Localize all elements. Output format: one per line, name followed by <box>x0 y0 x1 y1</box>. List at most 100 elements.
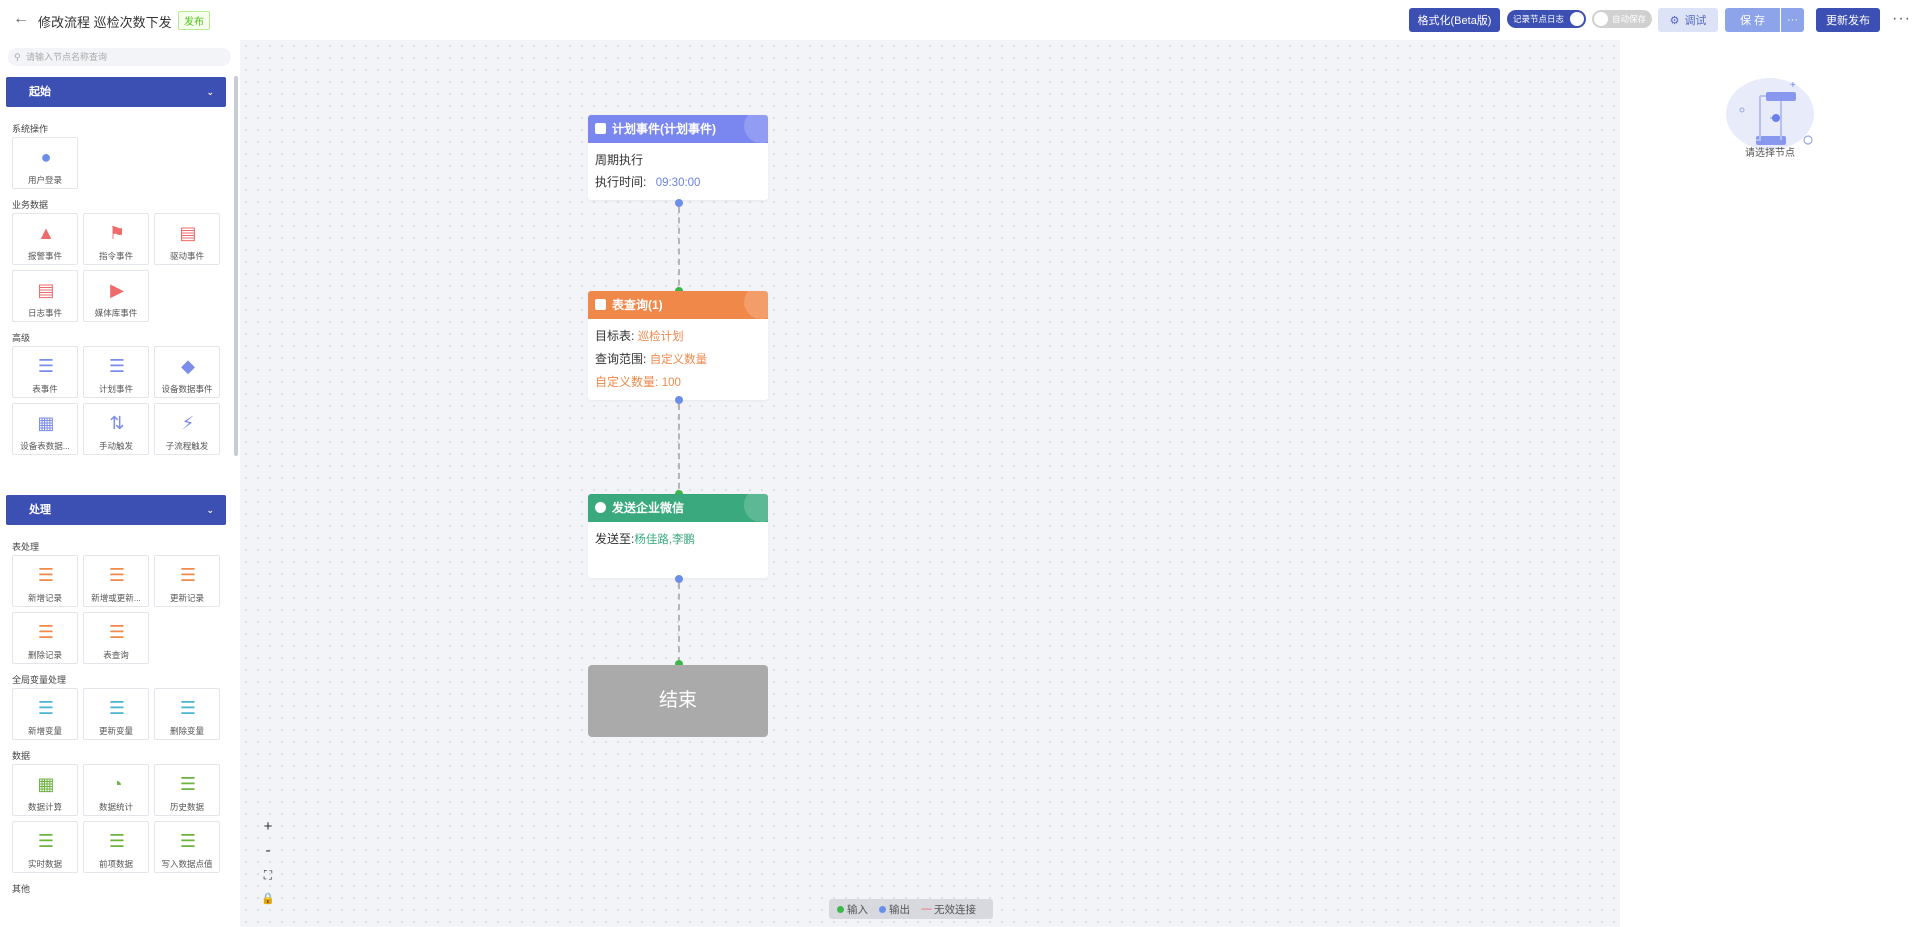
node-body: 周期执行 执行时间: 09:30:00 <box>588 143 768 200</box>
search-input[interactable]: ⚲ 请输入节点名称查询 <box>8 48 231 66</box>
flow-node-wechat[interactable]: 发送企业微信 发送至:杨佳路,李鹏 <box>588 494 768 578</box>
search-icon: ⚲ <box>14 52 21 62</box>
node-header: 计划事件(计划事件) <box>588 115 768 143</box>
palette-item[interactable]: ☰ 更新记录 <box>154 555 220 607</box>
palette-item[interactable]: ☰ 删除记录 <box>12 612 78 664</box>
previous-data-icon: ☰ <box>108 831 126 851</box>
palette-item[interactable]: ☰表查询 <box>83 612 149 664</box>
palette-item-label: 删除记录 <box>27 650 62 660</box>
palette-item[interactable]: ▤日志事件 <box>12 270 78 322</box>
palette-item[interactable]: ⚑ 指令事件 <box>83 213 149 265</box>
palette-item-label: 指令事件 <box>98 251 133 261</box>
palette-item[interactable]: ☰新增或更新... <box>83 555 149 607</box>
palette-item-label: 计划事件 <box>98 384 133 394</box>
palette-item[interactable]: ☰新增记录 <box>12 555 78 607</box>
palette-item[interactable]: ☰历史数据 <box>154 764 220 816</box>
top-header: ← 修改流程 巡检次数下发 发布 格式化(Beta版) 记录节点日志 自动保存 … <box>0 0 1920 40</box>
sidebar-scrollbar[interactable] <box>234 76 238 456</box>
palette-item[interactable]: ☰ 删除变量 <box>154 688 220 740</box>
line-text: 自定义数量: <box>595 375 659 389</box>
palette-item-label: 表事件 <box>32 384 58 394</box>
flow-node-end[interactable]: 结束 <box>588 665 768 737</box>
write-data-icon: ☰ <box>179 831 197 851</box>
output-dot-icon <box>879 905 886 913</box>
palette-item[interactable]: ☰前项数据 <box>83 821 149 873</box>
palette-item[interactable]: ☰新增变量 <box>12 688 78 740</box>
palette-item-label: 报警事件 <box>27 251 62 261</box>
output-port[interactable] <box>675 199 683 207</box>
lightning-icon: ⚡ <box>181 413 195 433</box>
line-text: 发送至: <box>595 532 635 546</box>
autosave-toggle-label: 自动保存 <box>1612 14 1647 24</box>
save-more-button[interactable]: ··· <box>1781 8 1804 32</box>
palette-item[interactable]: ☰表事件 <box>12 346 78 398</box>
palette-group-label: 系统操作 <box>12 124 49 134</box>
toggle-knob <box>1594 12 1608 26</box>
property-panel: + 请选择节点 <box>1620 40 1920 927</box>
delete-record-icon: ☰ <box>37 622 55 642</box>
flow-node-schedule-event[interactable]: 计划事件(计划事件) 周期执行 执行时间: 09:30:00 <box>588 115 768 200</box>
upsert-record-icon: ☰ <box>108 565 126 585</box>
delete-variable-icon: ☰ <box>179 698 197 718</box>
section-process-header[interactable]: 处理 ⌄ <box>6 495 226 525</box>
autosave-toggle[interactable]: 自动保存 <box>1592 10 1652 28</box>
palette-item[interactable]: ⇅手动触发 <box>83 403 149 455</box>
zoom-in-button[interactable]: + <box>263 818 273 835</box>
connection-line[interactable] <box>678 404 680 538</box>
flow-canvas[interactable]: 计划事件(计划事件) 周期执行 执行时间: 09:30:00 表查询(1) 目标… <box>240 40 1620 927</box>
palette-item-label: 更新记录 <box>169 593 204 603</box>
section-start-header[interactable]: 起始 ⌄ <box>6 77 226 107</box>
search-placeholder: 请输入节点名称查询 <box>26 52 108 62</box>
log-toggle[interactable]: 记录节点日志 <box>1507 10 1586 28</box>
palette-item[interactable]: ☰实时数据 <box>12 821 78 873</box>
connection-line[interactable] <box>678 583 680 663</box>
debug-button[interactable]: ⚙ 调试 <box>1658 8 1718 32</box>
flag-icon: ⚑ <box>108 223 126 243</box>
update-record-icon: ☰ <box>179 565 197 585</box>
palette-item[interactable]: ▲ 报警事件 <box>12 213 78 265</box>
palette-item[interactable]: ◆设备数据事件 <box>154 346 220 398</box>
output-port[interactable] <box>675 575 683 583</box>
palette-item[interactable]: ☰更新变量 <box>83 688 149 740</box>
line-value: 100 <box>661 377 681 389</box>
flow-node-table-query[interactable]: 表查询(1) 目标表: 巡检计划 查询范围: 自定义数量 自定义数量: 100 <box>588 291 768 400</box>
palette-item-label: 历史数据 <box>169 802 204 812</box>
palette-item[interactable]: ▶媒体库事件 <box>83 270 149 322</box>
palette-item[interactable]: ▦数据计算 <box>12 764 78 816</box>
node-line: 发送至:杨佳路,李鹏 <box>595 528 761 551</box>
palette-item[interactable]: ▦设备表数据... <box>12 403 78 455</box>
line-value: 杨佳路,李鹏 <box>634 534 696 546</box>
format-button[interactable]: 格式化(Beta版) <box>1409 8 1500 32</box>
palette-item[interactable]: ⚡子流程触发 <box>154 403 220 455</box>
bug-icon: ⚙ <box>1669 14 1680 27</box>
palette-item[interactable]: ☰计划事件 <box>83 346 149 398</box>
connection-line[interactable] <box>678 207 680 327</box>
palette-group-label: 全局变量处理 <box>12 675 67 685</box>
output-port[interactable] <box>675 396 683 404</box>
pie-chart-icon: ◔ <box>111 774 123 794</box>
palette-item-label: 实时数据 <box>27 859 62 869</box>
bell-icon: ▲ <box>37 223 55 243</box>
legend-invalid: 无效连接 <box>934 903 976 916</box>
palette-item-label: 驱动事件 <box>169 251 204 261</box>
section-title: 起始 <box>29 86 51 98</box>
add-variable-icon: ☰ <box>37 698 55 718</box>
palette-item-label: 删除变量 <box>169 726 204 736</box>
header-decoration <box>744 494 768 522</box>
palette-item[interactable]: ☰写入数据点值 <box>154 821 220 873</box>
arrow-left-icon[interactable]: ← <box>13 10 29 27</box>
printer-icon: ▤ <box>179 223 197 243</box>
palette-item[interactable]: ◔数据统计 <box>83 764 149 816</box>
chevron-down-icon: ⌄ <box>206 505 214 515</box>
publish-button[interactable]: 更新发布 <box>1816 8 1880 32</box>
line-text: 目标表: <box>595 329 635 343</box>
fit-view-button[interactable]: ⛶ <box>263 868 273 882</box>
input-port[interactable] <box>675 660 683 668</box>
line-text: 周期执行 <box>595 153 644 167</box>
zoom-out-button[interactable]: - <box>265 842 271 859</box>
more-icon[interactable]: ··· <box>1892 10 1911 27</box>
lock-button[interactable]: 🔒 <box>261 893 275 905</box>
save-button[interactable]: 保 存 <box>1725 8 1780 32</box>
palette-item[interactable]: ▤ 驱动事件 <box>154 213 220 265</box>
palette-item[interactable]: ●用户登录 <box>12 137 78 189</box>
